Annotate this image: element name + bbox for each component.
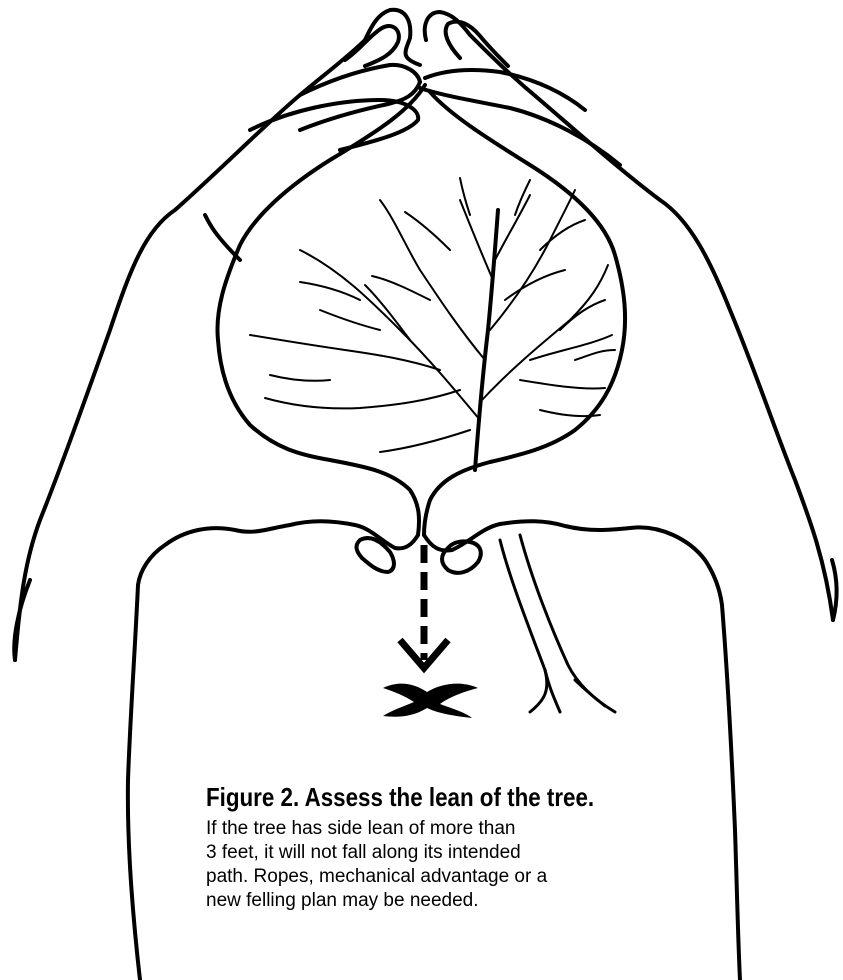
caption-title: Figure 2. Assess the lean of the tree.	[206, 782, 670, 813]
tree-icon	[250, 178, 615, 470]
caption-line: path. Ropes, mechanical advantage or a	[206, 865, 746, 889]
caption-line: new felling plan may be needed.	[206, 889, 746, 913]
caption-line: If the tree has side lean of more than	[206, 817, 746, 841]
x-mark-icon	[383, 684, 478, 718]
caption-line: 3 feet, it will not fall along its inten…	[206, 841, 746, 865]
trunk-icon	[500, 535, 615, 712]
figure-caption: Figure 2. Assess the lean of the tree. I…	[206, 782, 746, 913]
